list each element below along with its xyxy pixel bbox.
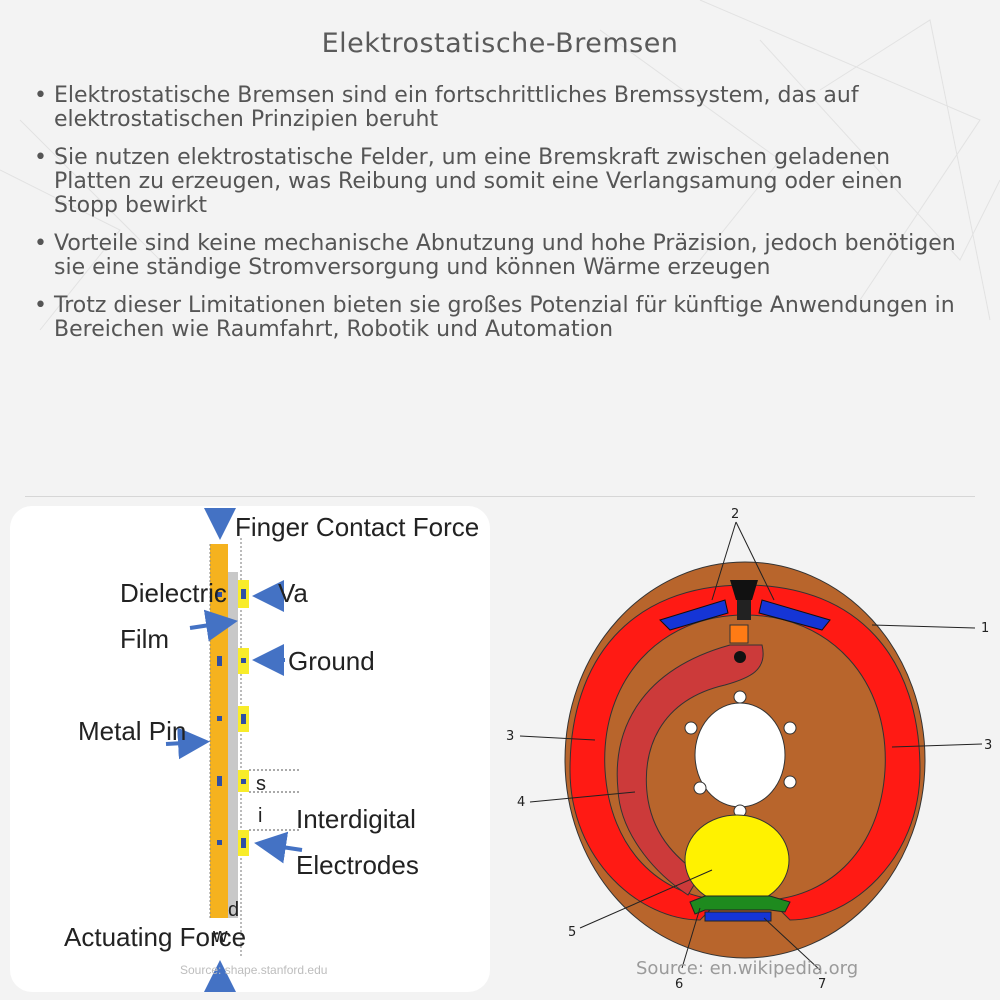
- piston-top: [659, 580, 831, 644]
- bullet-item: •Sie nutzen elektrostatische Felder, um …: [34, 145, 903, 218]
- w-label: w: [212, 925, 228, 947]
- label-7: 7: [818, 977, 826, 992]
- force-arrows: [165, 508, 303, 992]
- label-3-right: 3: [984, 738, 992, 753]
- ground-label: Ground: [288, 646, 375, 676]
- label-1: 1: [981, 621, 989, 636]
- i-label: i: [258, 805, 262, 827]
- background-lines: [0, 0, 1000, 331]
- electrostatic-pin-diagram: Finger Contact Force Dielectric Film Va …: [10, 506, 490, 992]
- d-label: d: [228, 899, 239, 921]
- page-title: Elektrostatische-Bremsen: [321, 28, 679, 59]
- bolt-holes: [684, 690, 797, 818]
- source-left: Source: shape.stanford.edu: [180, 963, 328, 977]
- hub-hole: [694, 702, 786, 808]
- drum-brake-diagram: 2 1 3 3 4 5 6 7: [500, 500, 1000, 1000]
- va-label: Va: [278, 578, 308, 608]
- label-4: 4: [517, 795, 525, 810]
- dielectric-film: [228, 572, 238, 918]
- interdigital-label: Interdigital: [296, 804, 416, 834]
- electrodes-label: Electrodes: [296, 850, 419, 880]
- blue-anchor: [704, 911, 772, 922]
- label-5: 5: [568, 925, 576, 940]
- bullet-item: •Vorteile sind keine mechanische Abnutzu…: [34, 231, 956, 280]
- cam: [684, 814, 790, 906]
- label-3-left: 3: [506, 729, 514, 744]
- metal-pin-label: Metal Pin: [78, 716, 186, 746]
- label-6: 6: [675, 977, 683, 992]
- source-right: Source: en.wikipedia.org: [636, 958, 859, 979]
- film-label: Film: [120, 624, 169, 654]
- brake-arm: [616, 644, 764, 896]
- label-2: 2: [731, 507, 739, 522]
- dielectric-label: Dielectric: [120, 578, 227, 608]
- s-label: s: [256, 773, 266, 795]
- bullet-list: •Elektrostatische Bremsen sind ein forts…: [30, 84, 970, 356]
- bullet-item: •Trotz dieser Limitationen bieten sie gr…: [34, 293, 955, 342]
- divider: [25, 496, 975, 497]
- bullet-item: •Elektrostatische Bremsen sind ein forts…: [34, 83, 859, 132]
- finger-contact-force-label: Finger Contact Force: [235, 512, 479, 542]
- actuating-force-label: Actuating Force: [64, 922, 246, 952]
